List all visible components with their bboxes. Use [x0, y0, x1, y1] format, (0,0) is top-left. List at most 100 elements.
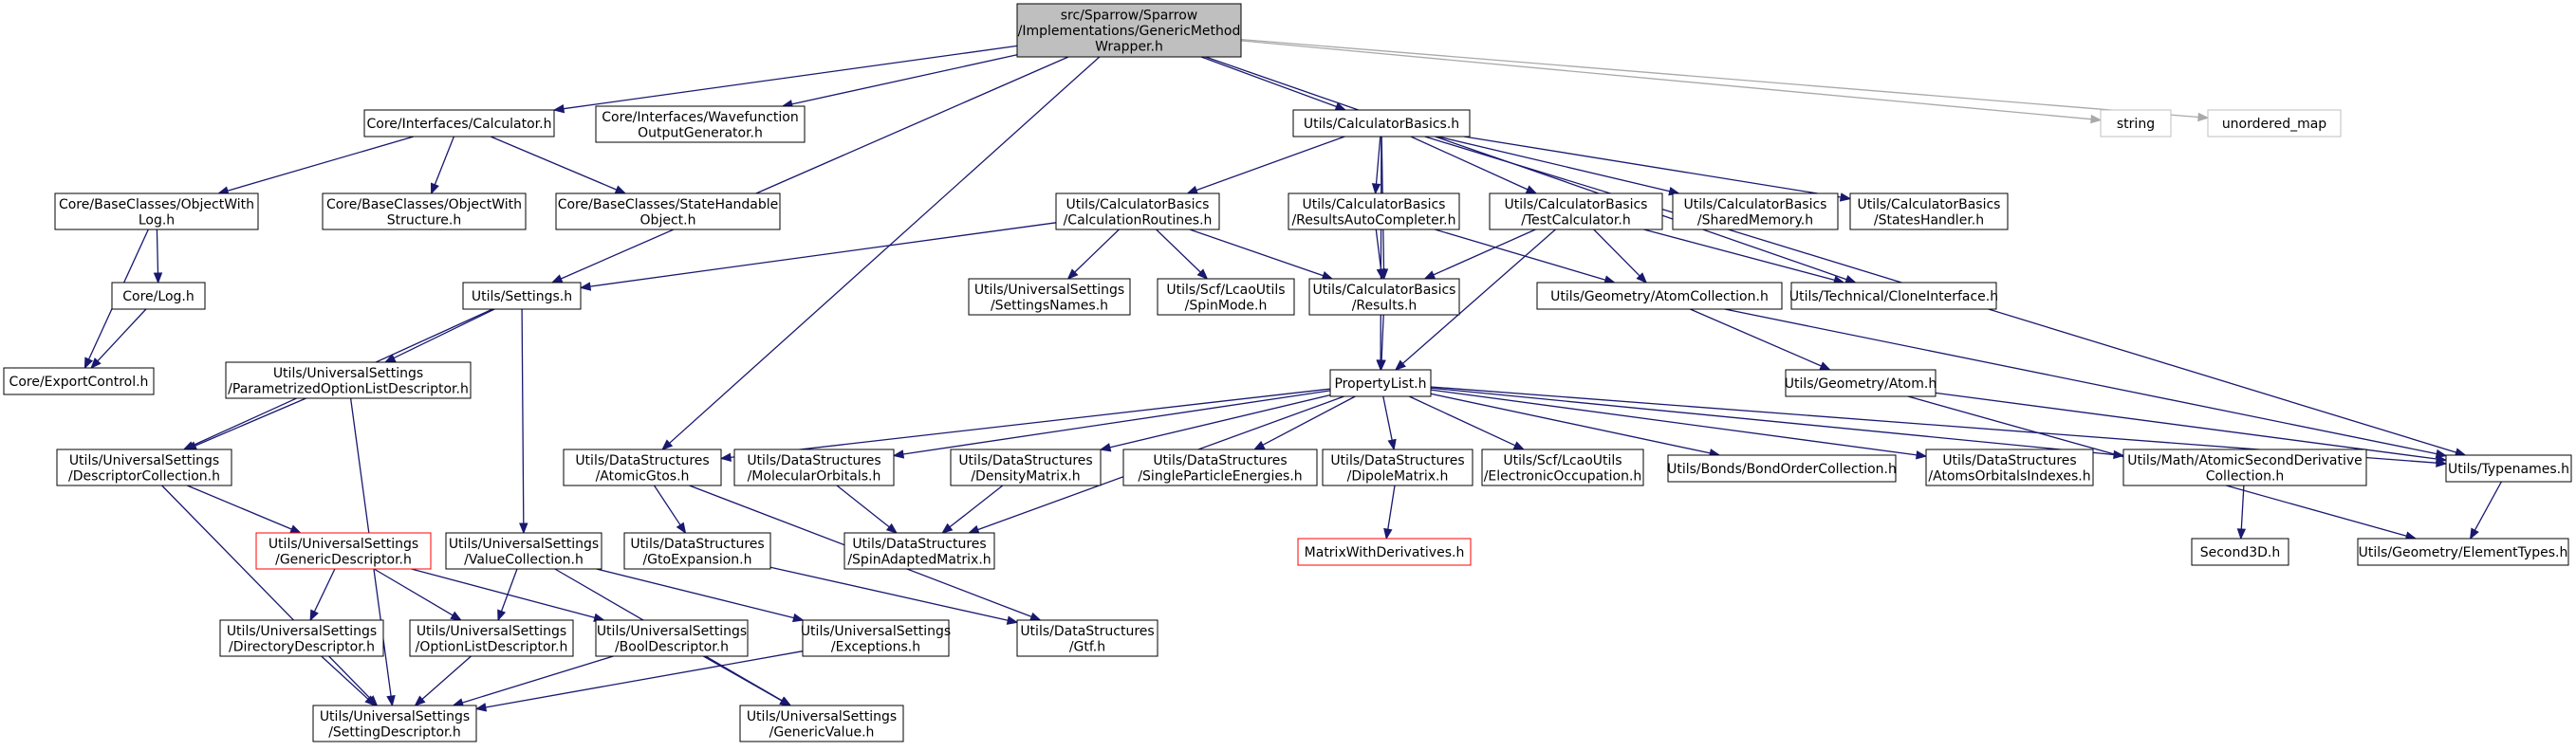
- node-label: Object.h: [640, 212, 696, 228]
- node-calcroutines[interactable]: Utils/CalculatorBasics/CalculationRoutin…: [1055, 192, 1220, 230]
- node-elemtypes[interactable]: Utils/Geometry/ElementTypes.h: [2357, 538, 2569, 566]
- node-spinmode[interactable]: Utils/Scf/LcaoUtils/SpinMode.h: [1157, 278, 1295, 316]
- node-label: /CalculationRoutines.h: [1064, 212, 1213, 228]
- edge-arrowhead: [885, 522, 899, 534]
- node-results[interactable]: Utils/CalculatorBasics/Results.h: [1308, 278, 1460, 316]
- edge-dirdesc-to-setdesc: [321, 655, 377, 706]
- edge-root-to-string: [1240, 40, 2103, 124]
- edge-line: [434, 136, 455, 185]
- node-dirdesc[interactable]: Utils/UniversalSettings/DirectoryDescrip…: [219, 619, 384, 657]
- node-bondorder[interactable]: Utils/Bonds/BondOrderCollection.h: [1667, 454, 1897, 483]
- node-box: [733, 449, 895, 486]
- node-wfgen[interactable]: Core/Interfaces/WavefunctionOutputGenera…: [595, 105, 806, 143]
- node-label: /SharedMemory.h: [1697, 212, 1813, 228]
- node-umap[interactable]: unordered_map: [2207, 109, 2342, 137]
- node-box: [54, 192, 259, 230]
- edge-proplist-to-atomic2nd: [1430, 387, 2125, 460]
- node-calcbasics[interactable]: Utils/CalculatorBasics.h: [1292, 109, 1471, 137]
- edge-arrowhead: [550, 274, 564, 284]
- node-settings[interactable]: Utils/Settings.h: [462, 282, 582, 310]
- node-typenames[interactable]: Utils/Typenames.h: [2445, 454, 2572, 483]
- edge-line: [373, 568, 454, 616]
- node-box: [950, 449, 1102, 486]
- edge-arrowhead: [1376, 268, 1386, 281]
- node-gtoexp[interactable]: Utils/DataStructures/GtoExpansion.h: [623, 532, 771, 570]
- node-label: Core/BaseClasses/ObjectWith: [326, 197, 522, 212]
- node-booldesc[interactable]: Utils/UniversalSettings/BoolDescriptor.h: [595, 619, 749, 657]
- node-root[interactable]: src/Sparrow/Sparrow/Implementations/Gene…: [1016, 3, 1242, 58]
- node-molorb[interactable]: Utils/DataStructures/MolecularOrbitals.h: [733, 449, 895, 486]
- node-setnames[interactable]: Utils/UniversalSettings/SettingsNames.h: [968, 278, 1131, 316]
- edge-arrowhead: [1383, 527, 1393, 540]
- node-label: Collection.h: [2206, 468, 2285, 484]
- node-gendesc[interactable]: Utils/UniversalSettings/GenericDescripto…: [255, 532, 432, 570]
- edge-arrowhead: [1394, 359, 1406, 371]
- node-box: [409, 619, 574, 657]
- node-exportctl[interactable]: Core/ExportControl.h: [3, 367, 155, 395]
- edge-line: [490, 136, 618, 191]
- node-aoidx[interactable]: Utils/DataStructures/AtomsOrbitalsIndexe…: [1925, 449, 2094, 486]
- edge-line: [1430, 387, 2115, 456]
- node-label: Utils/CalculatorBasics: [1684, 197, 1827, 212]
- node-box: [968, 278, 1131, 316]
- node-label: Utils/CalculatorBasics: [1066, 197, 1210, 212]
- node-box: [255, 532, 432, 570]
- node-label: /SpinAdaptedMatrix.h: [847, 552, 991, 567]
- node-proplist[interactable]: PropertyList.h: [1329, 369, 1432, 397]
- edge-arrowhead: [579, 282, 592, 291]
- node-sharedmem[interactable]: Utils/CalculatorBasics/SharedMemory.h: [1672, 192, 1839, 230]
- node-testcalc[interactable]: Utils/CalculatorBasics/TestCalculator.h: [1489, 192, 1663, 230]
- node-label: OutputGenerator.h: [638, 125, 763, 140]
- node-gtf[interactable]: Utils/DataStructures/Gtf.h: [1016, 619, 1158, 657]
- node-string[interactable]: string: [2100, 109, 2172, 137]
- node-label: /AtomsOrbitalsIndexes.h: [1928, 468, 2090, 484]
- node-valcoll[interactable]: Utils/UniversalSettings/ValueCollection.…: [445, 532, 602, 570]
- node-spinadapt[interactable]: Utils/DataStructures/SpinAdaptedMatrix.h: [843, 532, 995, 570]
- node-spe[interactable]: Utils/DataStructures/SingleParticleEnerg…: [1122, 449, 1318, 486]
- node-box: [2122, 449, 2367, 486]
- node-optlist[interactable]: Utils/UniversalSettings/OptionListDescri…: [409, 619, 574, 657]
- node-label: Utils/DataStructures: [958, 453, 1092, 468]
- edge-arrowhead: [1512, 441, 1526, 450]
- edge-arrowhead: [1196, 268, 1209, 280]
- node-box: [312, 705, 477, 742]
- node-label: Utils/UniversalSettings: [417, 624, 566, 639]
- edge-line: [1437, 136, 1670, 192]
- node-atomcoll[interactable]: Utils/Geometry/AtomCollection.h: [1536, 282, 1783, 310]
- node-genval[interactable]: Utils/UniversalSettings/GenericValue.h: [739, 705, 904, 742]
- node-atom[interactable]: Utils/Geometry/Atom.h: [1785, 369, 1937, 397]
- edge-atomicgtos-to-gtoexp: [653, 485, 687, 535]
- node-elocc[interactable]: Utils/Scf/LcaoUtils/ElectronicOccupation…: [1481, 449, 1644, 486]
- edge-calcroutines-to-results: [1189, 229, 1334, 281]
- node-atomic2nd[interactable]: Utils/Math/AtomicSecondDerivativeCollect…: [2122, 449, 2367, 486]
- node-autocomp[interactable]: Utils/CalculatorBasics/ResultsAutoComple…: [1288, 192, 1460, 230]
- node-atomicgtos[interactable]: Utils/DataStructures/AtomicGtos.h: [563, 449, 722, 486]
- node-setdesc[interactable]: Utils/UniversalSettings/SettingDescripto…: [312, 705, 477, 742]
- node-dipole[interactable]: Utils/DataStructures/DipoleMatrix.h: [1322, 449, 1473, 486]
- node-states[interactable]: Utils/CalculatorBasics/StatesHandler.h: [1849, 192, 2009, 230]
- node-clone[interactable]: Utils/Technical/CloneInterface.h: [1789, 282, 1998, 310]
- node-corelog[interactable]: Core/Log.h: [111, 282, 206, 310]
- node-label: Utils/UniversalSettings: [747, 709, 897, 724]
- node-box: [1536, 282, 1783, 310]
- edge-line: [1381, 314, 1384, 361]
- node-exceptions[interactable]: Utils/UniversalSettings/Exceptions.h: [801, 619, 951, 657]
- edge-exceptions-to-setdesc: [474, 650, 804, 712]
- node-calculator[interactable]: Core/Interfaces/Calculator.h: [363, 109, 555, 137]
- node-paramopt[interactable]: Utils/UniversalSettings/ParametrizedOpti…: [225, 361, 472, 399]
- node-label: Utils/DataStructures: [1153, 453, 1287, 468]
- edge-arrowhead: [309, 609, 319, 622]
- node-desccoll[interactable]: Utils/UniversalSettings/DescriptorCollec…: [56, 449, 232, 486]
- edge-line: [902, 390, 1331, 455]
- node-mwd[interactable]: MatrixWithDerivatives.h: [1297, 538, 1472, 566]
- node-second3d[interactable]: Second3D.h: [2191, 538, 2289, 566]
- edge-line: [1375, 136, 1381, 185]
- node-densmat[interactable]: Utils/DataStructures/DensityMatrix.h: [950, 449, 1102, 486]
- node-label: Utils/Settings.h: [472, 289, 572, 304]
- node-box: [1481, 449, 1644, 486]
- node-label: Utils/UniversalSettings: [273, 366, 423, 381]
- edge-line: [321, 655, 369, 700]
